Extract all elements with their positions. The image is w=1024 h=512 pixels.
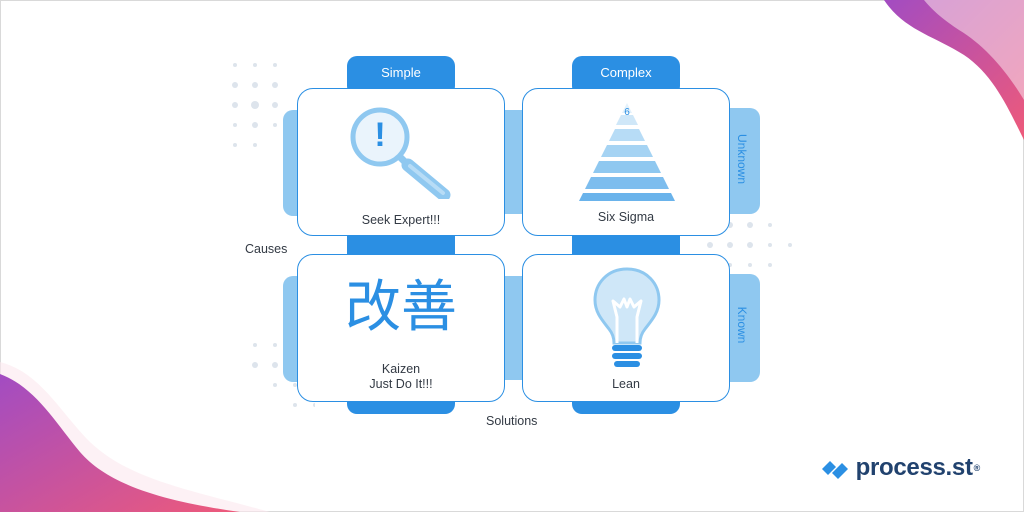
axis-label-causes: Causes bbox=[245, 242, 288, 256]
quadrant-simple-known: 改善 Kaizen Just Do It!!! bbox=[297, 254, 505, 402]
quadrant-complex-unknown: 6 Six Sigma bbox=[522, 88, 730, 236]
quadrant-label-kaizen: Kaizen bbox=[381, 362, 421, 376]
row-header-known: Known bbox=[735, 306, 749, 344]
quadrant-label-six-sigma: Six Sigma bbox=[597, 210, 655, 224]
dot-pattern-left bbox=[232, 63, 315, 407]
corner-blob-bottom-left bbox=[0, 362, 270, 512]
quadrant-complex-known: Lean bbox=[522, 254, 730, 402]
pyramid-number: 6 bbox=[624, 107, 630, 118]
lightbulb-icon bbox=[593, 267, 661, 367]
magnifier-exclamation-mark: ! bbox=[374, 116, 386, 154]
quadrant-simple-unknown: ! Seek Expert!!! bbox=[297, 88, 505, 236]
magnifier-exclamation-icon bbox=[350, 107, 451, 199]
process-street-logo-icon bbox=[821, 461, 848, 479]
pyramid-icon bbox=[579, 103, 675, 201]
quadrant-label-just-do-it: Just Do It!!! bbox=[369, 377, 433, 391]
brand-name: process.st bbox=[855, 454, 973, 481]
row-header-unknown: Unknown bbox=[735, 133, 749, 185]
brand-registered-mark: ® bbox=[973, 463, 981, 473]
kaizen-kanji: 改善 bbox=[345, 275, 457, 340]
quadrant-label-seek-expert: Seek Expert!!! bbox=[361, 213, 441, 227]
brand-logo: process.st® bbox=[820, 454, 980, 482]
axis-label-solutions: Solutions bbox=[486, 414, 538, 428]
corner-blob-top-right bbox=[884, 0, 1024, 140]
quadrant-label-lean: Lean bbox=[612, 377, 640, 391]
